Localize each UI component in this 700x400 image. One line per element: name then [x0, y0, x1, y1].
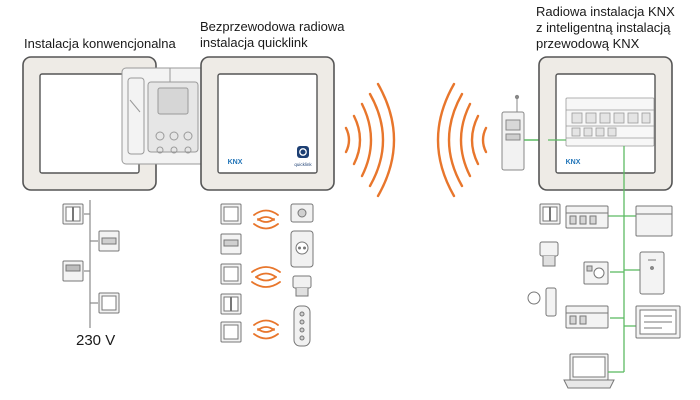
conventional-wire [84, 200, 98, 328]
conventional-motion-detector [62, 260, 84, 282]
quicklink-receivers [290, 203, 314, 347]
svg-text:KNX: KNX [566, 159, 581, 166]
radio-waves-main [344, 82, 488, 198]
conventional-single-switch [98, 292, 120, 314]
distribution-board [565, 97, 655, 147]
quicklink-title-line-1: Bezprzewodowa radiowa [200, 19, 345, 34]
knx-title-line-3: przewodową KNX [536, 36, 640, 51]
svg-text:KNX: KNX [228, 159, 243, 166]
voltage-label: 230 V [76, 332, 116, 349]
svg-text:quicklink: quicklink [294, 162, 312, 167]
quicklink-small-waves [251, 209, 281, 340]
knx-title-line-1: Radiowa instalacja KNX [536, 4, 675, 19]
quicklink-title-line-2: instalacja quicklink [200, 35, 308, 50]
mounting-box [121, 67, 223, 165]
conventional-dimmer [98, 230, 120, 252]
quicklink-logo: quicklink [294, 146, 312, 167]
quicklink-device-column [220, 203, 242, 343]
knx-logo-middle: KNX [224, 156, 246, 166]
conventional-title: Instalacja konwencjonalna [24, 36, 176, 51]
conventional-double-switch [62, 203, 84, 225]
knx-logo-right: KNX [566, 159, 581, 166]
quicklink-switch-frame [200, 56, 335, 191]
knx-devices [527, 203, 681, 389]
knx-title-line-2: z inteligentną instalacją [536, 20, 671, 35]
